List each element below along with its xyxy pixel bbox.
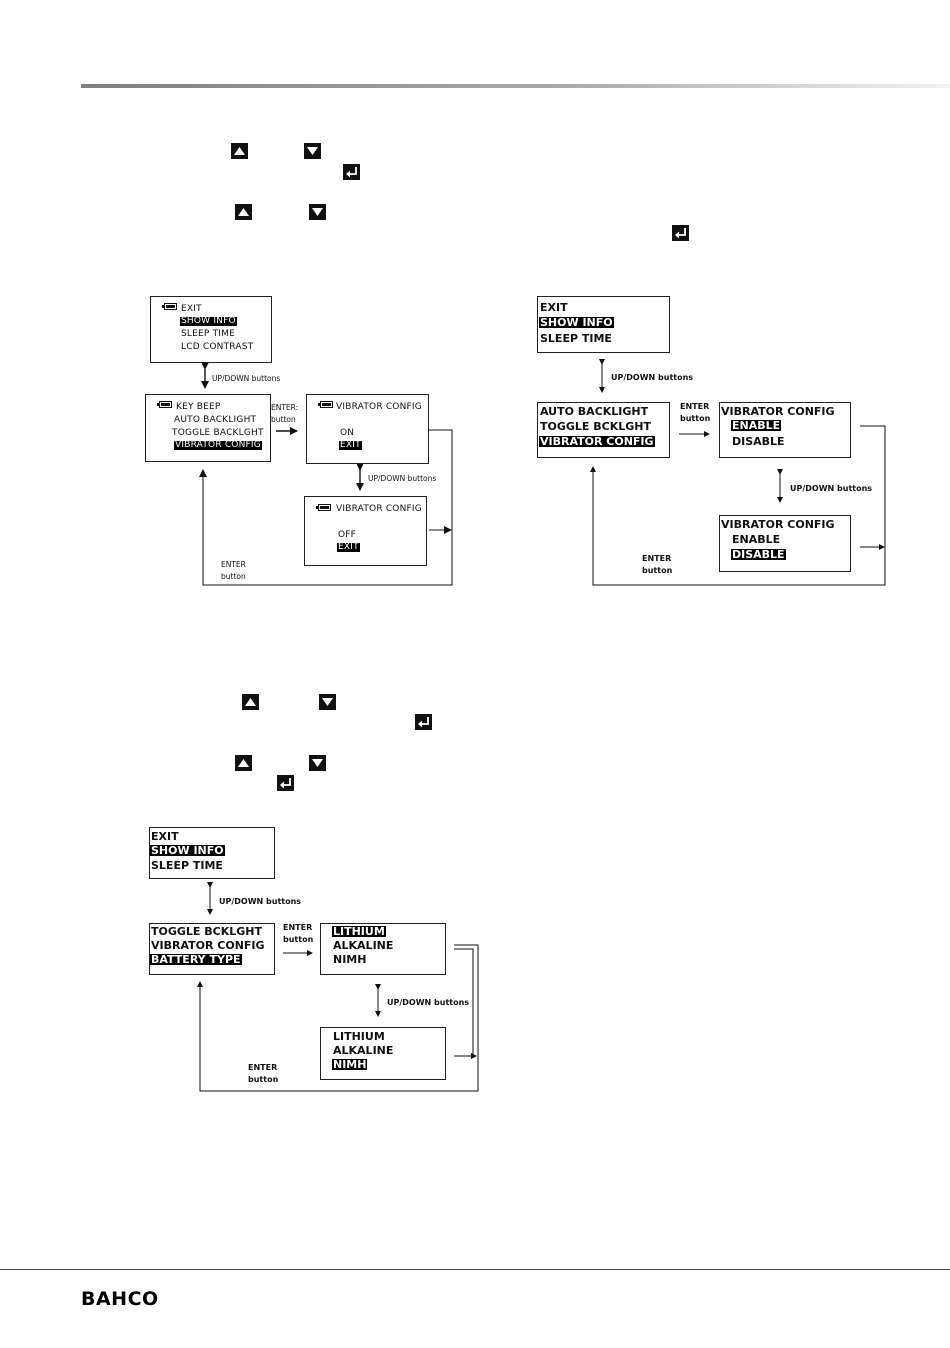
enter-key-icon xyxy=(343,164,360,180)
battery-icon xyxy=(316,504,331,511)
menu-item: EXIT xyxy=(540,301,568,314)
menu-item: EXIT xyxy=(151,830,179,843)
footer-rule xyxy=(0,1269,950,1270)
down-arrow-key-icon xyxy=(309,755,326,771)
battery-icon xyxy=(157,401,172,408)
updown-label: UP/DOWN buttons xyxy=(212,374,281,383)
battery-icon xyxy=(318,401,333,408)
menu-item: VIBRATOR CONFIG xyxy=(151,939,265,952)
enter-key-icon xyxy=(415,714,432,730)
header-rule xyxy=(81,84,950,88)
screen-battery-lithium: LITHIUM ALKALINE NIMH xyxy=(320,923,446,975)
menu-item-selected: VIBRATOR CONFIG xyxy=(539,435,655,448)
up-arrow-key-icon xyxy=(231,143,248,159)
option: LITHIUM xyxy=(333,1030,385,1043)
screen-title: VIBRATOR CONFIG xyxy=(336,504,422,514)
option: ALKALINE xyxy=(333,939,394,952)
screen-vibrator-disable: VIBRATOR CONFIG ENABLE DISABLE xyxy=(719,515,851,572)
menu-item: AUTO BACKLIGHT xyxy=(174,415,257,425)
menu-item-selected: SHOW INFO xyxy=(539,316,614,329)
option-selected: LITHIUM xyxy=(332,925,386,938)
menu-item-selected: SHOW INFO xyxy=(180,316,237,326)
screen-battery-nimh: LITHIUM ALKALINE NIMH xyxy=(320,1027,446,1080)
brand-logo: BAHCO xyxy=(81,1288,159,1310)
option-selected: NIMH xyxy=(332,1058,368,1071)
menu-item: EXIT xyxy=(181,304,202,314)
down-arrow-key-icon xyxy=(319,694,336,710)
screen-title: VIBRATOR CONFIG xyxy=(721,518,835,531)
screen-vibrator-on: VIBRATOR CONFIG ON EXIT xyxy=(306,394,429,464)
enter-key-icon xyxy=(672,225,689,241)
option-selected: ENABLE xyxy=(731,419,782,432)
option: DISABLE xyxy=(732,435,785,448)
menu-item: LCD CONTRAST xyxy=(181,342,254,352)
option-selected: EXIT xyxy=(337,542,360,552)
menu-item: SLEEP TIME xyxy=(151,859,223,872)
screen-vibrator-enable: VIBRATOR CONFIG ENABLE DISABLE xyxy=(719,402,851,458)
menu-item: KEY BEEP xyxy=(176,402,221,412)
option: ALKALINE xyxy=(333,1044,394,1057)
updown-label: UP/DOWN buttons xyxy=(368,474,437,483)
menu-item: AUTO BACKLIGHT xyxy=(540,405,649,418)
menu-item-selected: BATTERY TYPE xyxy=(150,953,242,966)
option-selected: EXIT xyxy=(339,440,362,450)
menu-item-selected: SHOW INFO xyxy=(150,844,225,857)
screen-settings-menu: AUTO BACKLIGHT TOGGLE BCKLGHT VIBRATOR C… xyxy=(537,402,670,458)
updown-label: UP/DOWN buttons xyxy=(219,897,302,906)
menu-item: TOGGLE BCKLGHT xyxy=(151,925,262,938)
menu-item-selected: VIBRATOR CONFIG xyxy=(174,440,262,450)
menu-item: SLEEP TIME xyxy=(181,329,235,339)
screen-main-menu: EXIT SHOW INFO SLEEP TIME LCD CONTRAST xyxy=(150,296,272,363)
down-arrow-key-icon xyxy=(304,143,321,159)
screen-settings-menu: KEY BEEP AUTO BACKLIGHT TOGGLE BACKLGHT … xyxy=(145,394,271,462)
enter-key-icon xyxy=(277,775,294,791)
menu-item: SLEEP TIME xyxy=(540,332,612,345)
option: NIMH xyxy=(333,953,367,966)
down-arrow-key-icon xyxy=(309,204,326,220)
updown-label: UP/DOWN buttons xyxy=(790,484,873,493)
up-arrow-key-icon xyxy=(235,755,252,771)
menu-item: TOGGLE BCKLGHT xyxy=(540,420,651,433)
battery-icon xyxy=(162,303,177,310)
enter-label: ENTER:button xyxy=(271,403,299,424)
screen-settings-menu: TOGGLE BCKLGHT VIBRATOR CONFIG BATTERY T… xyxy=(149,923,275,975)
screen-main-menu: EXIT SHOW INFO SLEEP TIME xyxy=(537,296,670,353)
option-selected: DISABLE xyxy=(731,548,786,561)
screen-vibrator-off: VIBRATOR CONFIG OFF EXIT xyxy=(304,496,427,566)
updown-label: UP/DOWN buttons xyxy=(387,998,470,1007)
up-arrow-key-icon xyxy=(242,694,259,710)
option: OFF xyxy=(338,530,357,540)
up-arrow-key-icon xyxy=(235,204,252,220)
menu-item: TOGGLE BACKLGHT xyxy=(172,428,264,438)
screen-title: VIBRATOR CONFIG xyxy=(336,402,422,412)
option: ON xyxy=(340,428,355,438)
screen-main-menu: EXIT SHOW INFO SLEEP TIME xyxy=(149,827,275,879)
screen-title: VIBRATOR CONFIG xyxy=(721,405,835,418)
updown-label: UP/DOWN buttons xyxy=(611,373,694,382)
option: ENABLE xyxy=(732,533,781,546)
